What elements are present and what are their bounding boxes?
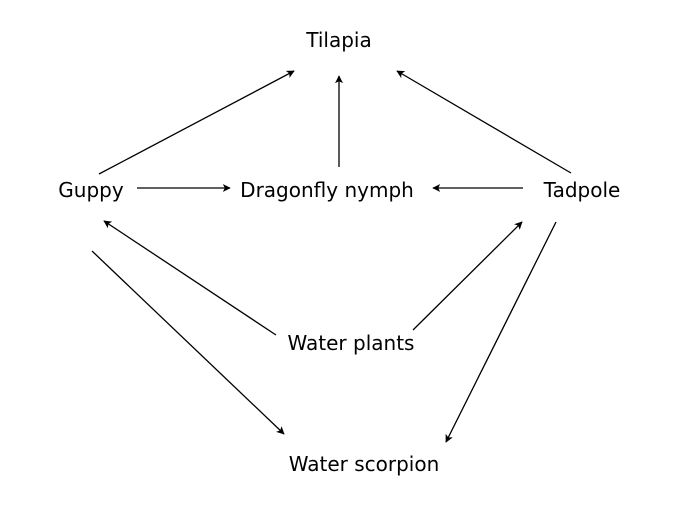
arrow-water-plants-to-tadpole <box>412 221 523 331</box>
node-water-plants: Water plants <box>287 331 415 355</box>
arrow-guppy-to-water-scorpion <box>91 250 285 435</box>
node-guppy: Guppy <box>58 178 124 202</box>
node-tadpole: Tadpole <box>543 178 621 202</box>
node-dragonfly-nymph: Dragonfly nymph <box>240 178 414 202</box>
node-water-scorpion: Water scorpion <box>288 452 440 476</box>
arrow-guppy-to-tilapia <box>98 70 295 175</box>
arrow-tadpole-to-water-scorpion <box>445 221 557 443</box>
arrow-tadpole-to-tilapia <box>396 70 572 174</box>
node-tilapia: Tilapia <box>306 28 372 52</box>
arrow-water-plants-to-guppy <box>103 220 277 336</box>
